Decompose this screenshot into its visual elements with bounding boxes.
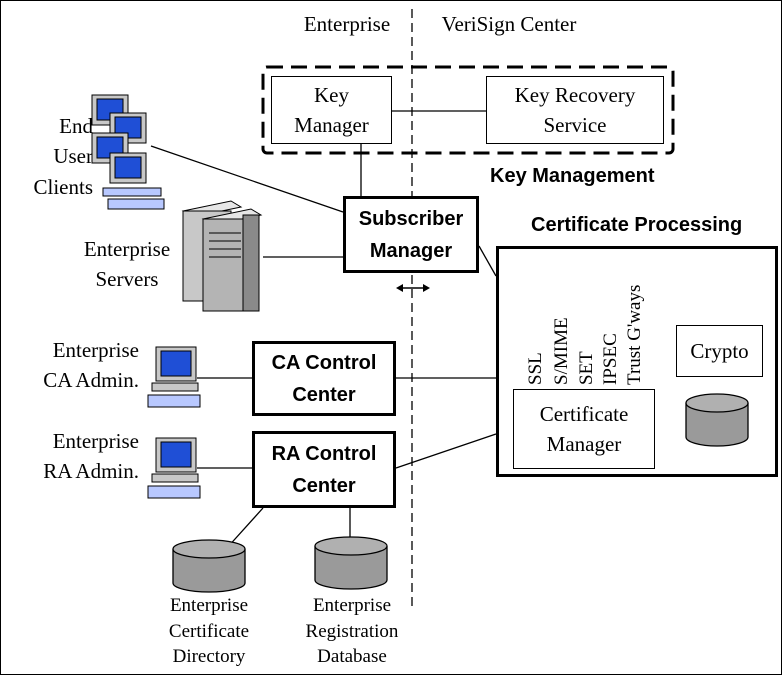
crypto-database-icon — [685, 393, 749, 447]
protocol-smime-label: S/MIME — [551, 317, 572, 385]
key-manager-box: Key Manager — [271, 76, 392, 144]
enterprise-servers-icon — [181, 200, 263, 312]
ra-control-center-box: RA Control Center — [252, 431, 396, 508]
certificate-directory-label: Enterprise Certificate Directory — [168, 595, 250, 668]
registration-database-icon — [314, 536, 388, 590]
enterprise-zone-label: Enterprise — [303, 12, 391, 36]
ca-admin-workstation-icon — [147, 346, 201, 408]
crypto-box: Crypto — [676, 325, 763, 377]
key-management-boundary — [261, 65, 675, 155]
protocol-set-label: SET — [576, 351, 597, 385]
end-user-clients-icon — [91, 94, 165, 210]
key-management-title: Key Management — [490, 165, 655, 187]
certificate-processing-title: Certificate Processing — [531, 214, 743, 236]
enterprise-ca-admin-label: Enterprise CA Admin. — [43, 338, 139, 393]
registration-database-label: Enterprise Registration Database — [305, 595, 399, 668]
key-recovery-service-box: Key Recovery Service — [486, 76, 664, 144]
end-user-clients-label: End User Clients — [33, 114, 93, 199]
protocol-ssl-label: SSL — [525, 352, 546, 385]
verisign-center-zone-label: VeriSign Center — [441, 12, 577, 36]
protocol-ipsec-label: IPSEC — [600, 333, 621, 385]
enterprise-servers-label: Enterprise Servers — [83, 237, 171, 292]
ra-admin-workstation-icon — [147, 437, 201, 499]
enterprise-ra-admin-label: Enterprise RA Admin. — [43, 429, 139, 484]
certificate-directory-database-icon — [172, 539, 246, 593]
certificate-manager-box: Certificate Manager — [513, 389, 655, 469]
bidirectional-arrow-icon — [396, 284, 430, 292]
protocol-trust-gateways-label: Trust G'ways — [624, 284, 645, 385]
subscriber-manager-box: Subscriber Manager — [343, 196, 479, 273]
ca-control-center-box: CA Control Center — [252, 341, 396, 416]
